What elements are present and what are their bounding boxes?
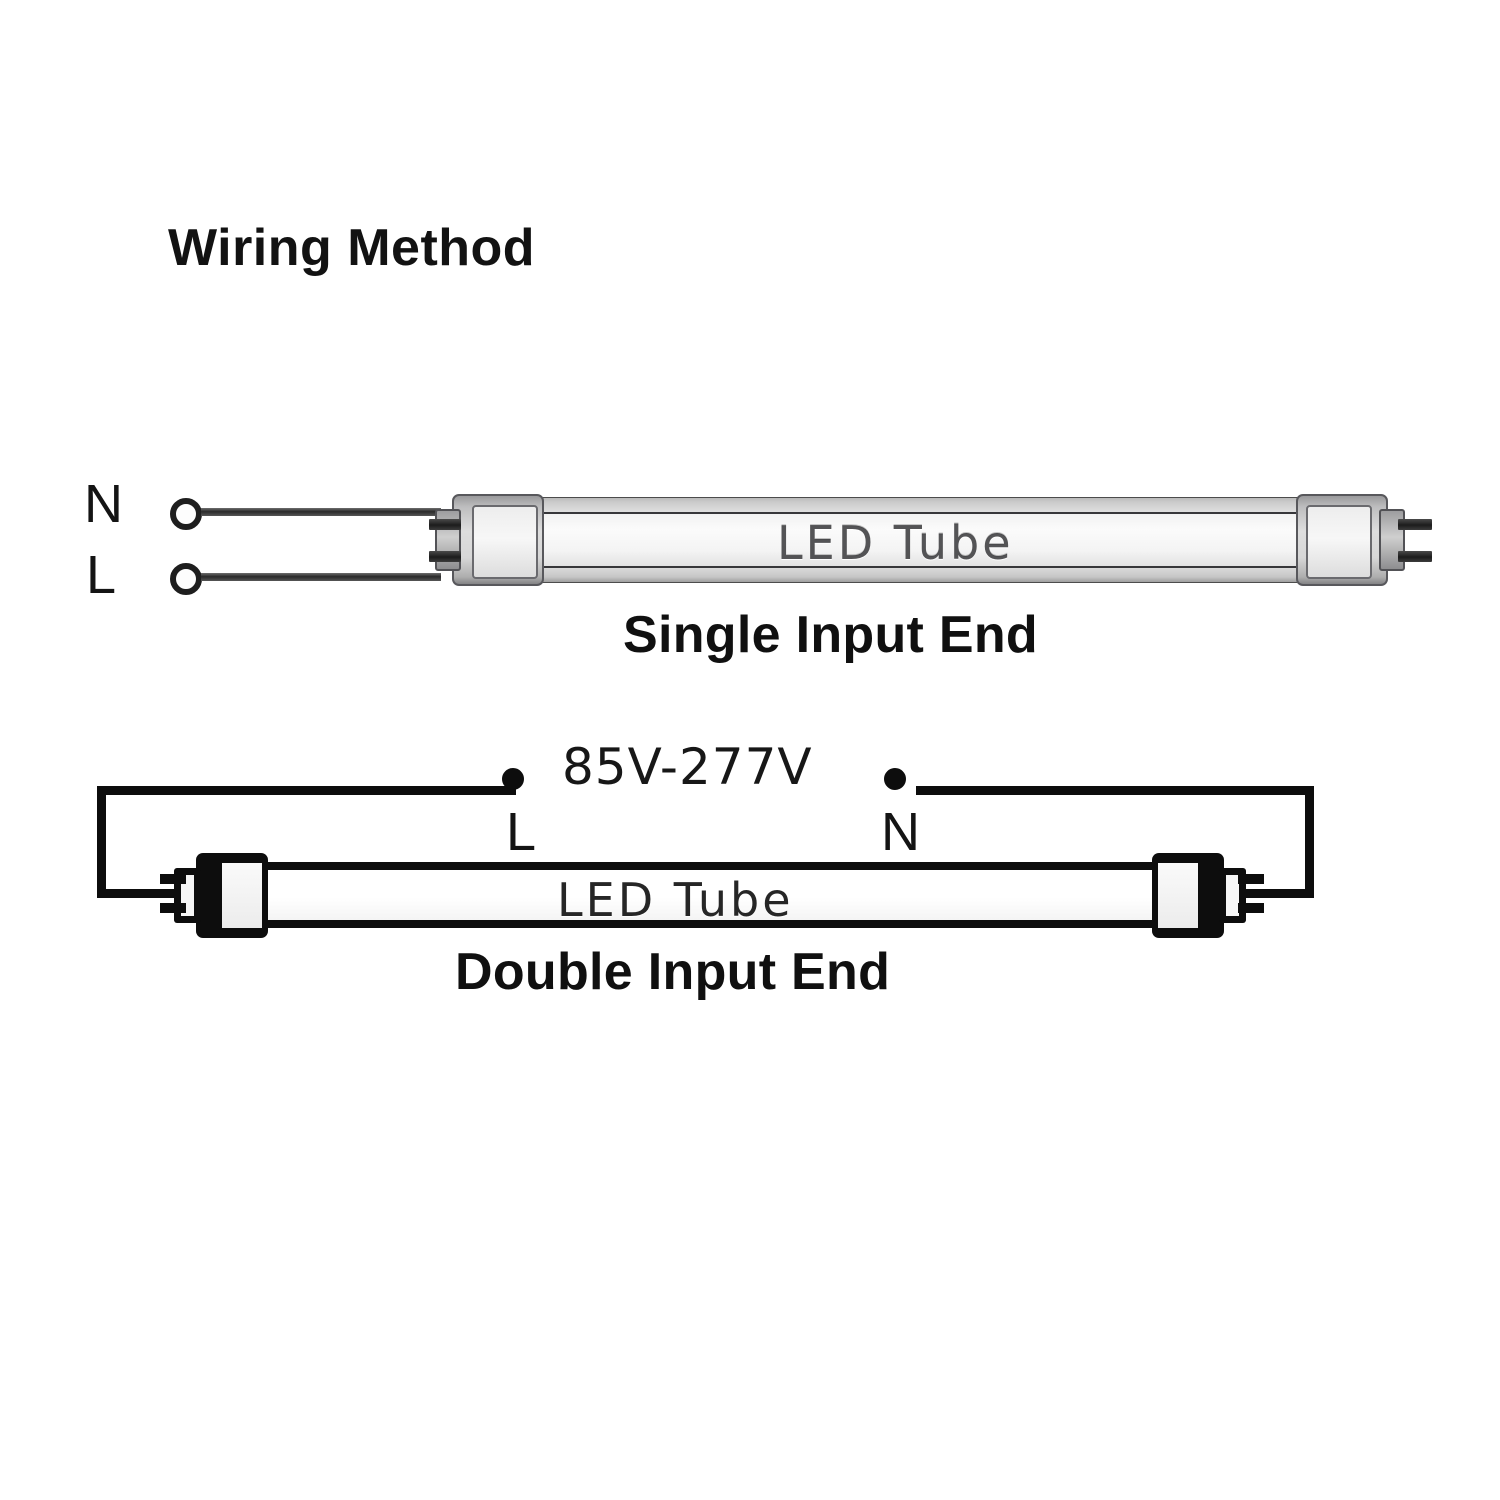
wire-n — [201, 508, 441, 516]
caption-single-input-end: Single Input End — [623, 606, 1038, 664]
tube-diffuser-double — [239, 870, 1180, 920]
tube-pin-right-top-double — [1238, 874, 1264, 884]
end-cap-face-right-double — [1158, 863, 1198, 928]
tube-pin-left-top — [429, 519, 461, 530]
page-title: Wiring Method — [168, 219, 536, 277]
end-cap-face-left — [472, 505, 538, 579]
voltage-label: 85V-277V — [562, 738, 813, 796]
terminal-label-l: L — [86, 545, 117, 605]
caption-double-input-end: Double Input End — [455, 943, 891, 1001]
tube-end-cap-left-double — [196, 853, 268, 938]
end-cap-face-left-double — [222, 863, 262, 928]
ring-terminal-l[interactable] — [170, 563, 202, 595]
end-cap-face-right — [1306, 505, 1372, 579]
terminal-label-n-double: N — [881, 802, 920, 862]
tube-pin-left-top-double — [160, 874, 186, 884]
tube-end-cap-right-double — [1152, 853, 1224, 938]
end-cap-collar-face-right — [1226, 875, 1239, 916]
wire-top-left-rail — [97, 786, 516, 795]
wire-bottom-left-run — [97, 889, 215, 898]
wire-left-vertical — [97, 786, 106, 898]
tube-pin-right-bottom — [1398, 551, 1432, 562]
tube-pin-right-bottom-double — [1238, 903, 1264, 913]
terminal-label-n: N — [84, 474, 123, 534]
led-tube-double — [232, 862, 1187, 928]
tube-pin-left-bottom — [429, 551, 461, 562]
tube-printed-label: LED Tube — [777, 516, 1014, 570]
terminal-label-l-double: L — [506, 802, 537, 862]
tube-pin-right-top — [1398, 519, 1432, 530]
ring-terminal-l-double[interactable] — [502, 768, 524, 790]
wire-right-vertical — [1305, 786, 1314, 898]
tube-end-cap-left — [452, 494, 544, 586]
tube-pin-left-bottom-double — [160, 903, 186, 913]
wire-l — [201, 573, 441, 581]
tube-end-cap-right — [1296, 494, 1388, 586]
led-tube-single: LED Tube — [435, 494, 1405, 586]
ring-terminal-n-double[interactable] — [884, 768, 906, 790]
wire-top-right-rail — [916, 786, 1314, 795]
wire-bottom-right-run — [1198, 889, 1314, 898]
tube-printed-label-double: LED Tube — [557, 873, 794, 927]
tube-diffuser — [541, 512, 1299, 568]
ring-terminal-n[interactable] — [170, 498, 202, 530]
